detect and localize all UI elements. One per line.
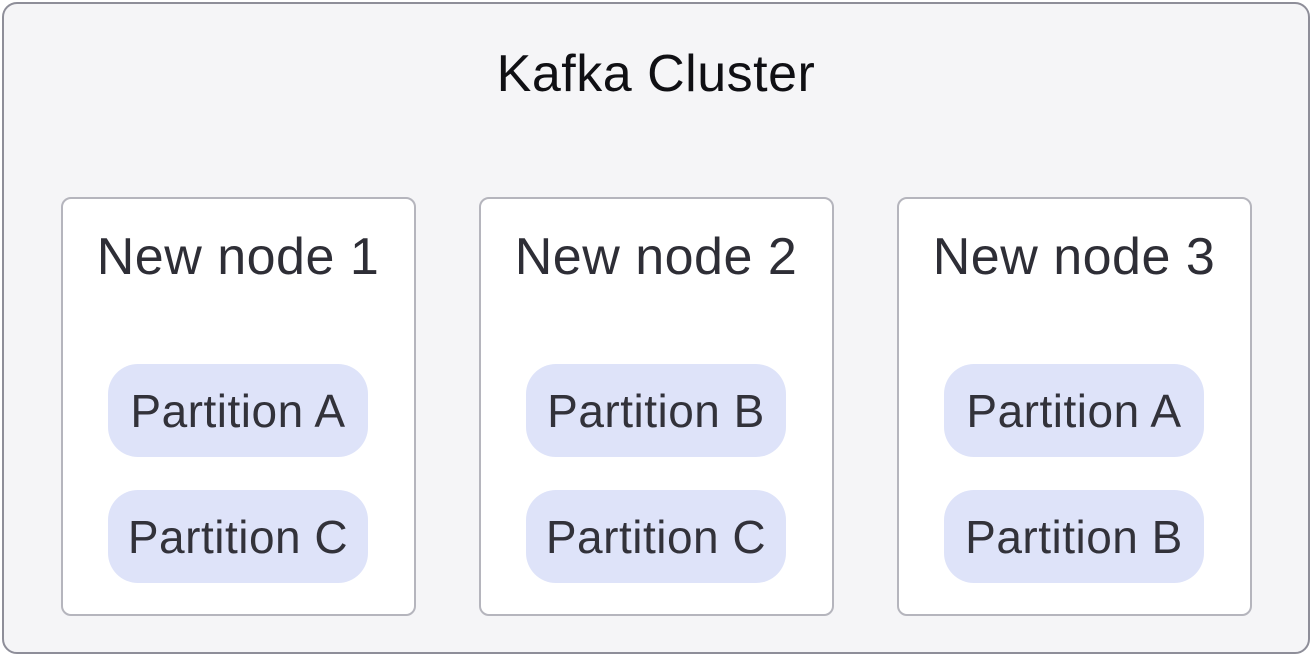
node-card: New node 1 Partition A Partition C [60, 197, 416, 616]
cluster-title: Kafka Cluster [496, 45, 816, 103]
partition-pill: Partition B [526, 364, 786, 457]
partition-list: Partition A Partition B [944, 364, 1204, 583]
node-card: New node 3 Partition A Partition B [896, 197, 1252, 616]
partition-list: Partition B Partition C [526, 364, 786, 583]
nodes-row: New node 1 Partition A Partition C New n… [4, 197, 1308, 616]
partition-pill: Partition B [944, 490, 1204, 583]
partition-pill: Partition C [108, 490, 368, 583]
partition-pill: Partition A [944, 364, 1204, 457]
node-title: New node 3 [932, 228, 1216, 286]
node-title: New node 1 [96, 228, 380, 286]
node-card: New node 2 Partition B Partition C [478, 197, 834, 616]
partition-pill: Partition C [526, 490, 786, 583]
node-title: New node 2 [514, 228, 798, 286]
partition-pill: Partition A [108, 364, 368, 457]
partition-list: Partition A Partition C [108, 364, 368, 583]
